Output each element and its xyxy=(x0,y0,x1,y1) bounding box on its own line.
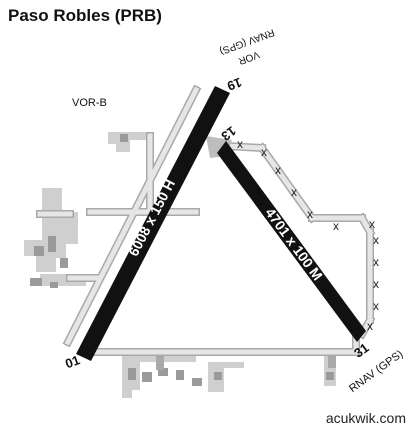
closed-marker: x xyxy=(367,319,373,333)
closed-marker: x xyxy=(275,163,281,177)
airport-title: Paso Robles (PRB) xyxy=(8,6,162,25)
runway-01-19 xyxy=(76,86,230,361)
closed-marker: x xyxy=(291,185,297,199)
runway-end-13: 13 xyxy=(218,123,239,144)
runway-end-31: 31 xyxy=(351,340,372,361)
watermark: acukwik.com xyxy=(325,410,406,426)
approach-label-19-vor: VOR xyxy=(237,48,261,66)
closed-marker: x xyxy=(333,219,339,233)
buildings xyxy=(30,134,334,386)
closed-marker: x xyxy=(261,145,267,159)
approach-label-19-rnav: RNAV (GPS) xyxy=(218,26,276,56)
closed-marker: x xyxy=(373,299,379,313)
runway-end-01: 01 xyxy=(63,352,82,371)
closed-marker: x xyxy=(307,207,313,221)
approach-label-vor-b: VOR-B xyxy=(72,97,107,109)
taxiways-fill xyxy=(37,86,374,355)
closed-marker: x xyxy=(373,277,379,291)
closed-marker: x xyxy=(373,255,379,269)
closed-taxiway-markers: x x x x x x x x x x x x xyxy=(237,137,379,333)
closed-marker: x xyxy=(373,233,379,247)
closed-marker: x xyxy=(237,137,243,151)
closed-marker: x xyxy=(369,217,375,231)
runway-end-19: 19 xyxy=(225,75,244,94)
runway-13-31 xyxy=(217,141,366,342)
